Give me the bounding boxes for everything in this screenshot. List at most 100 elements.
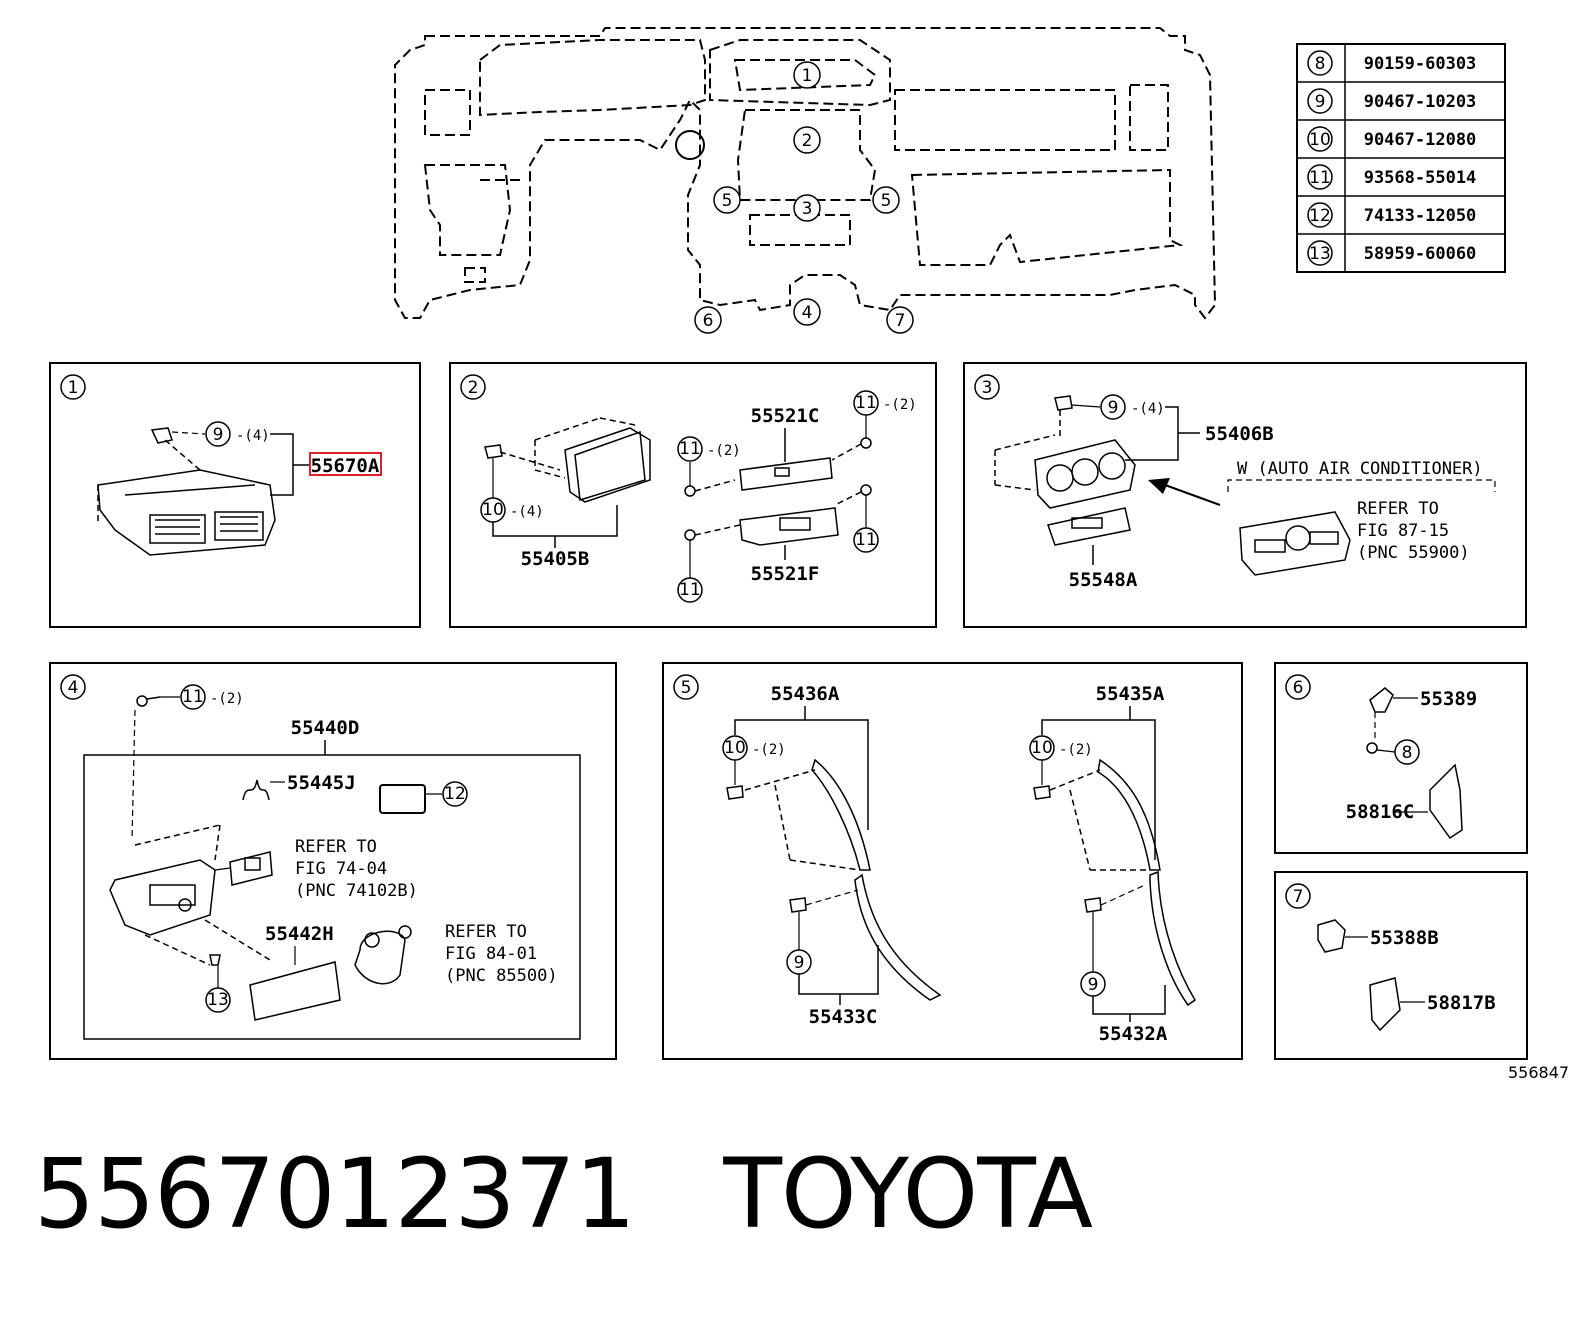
svg-text:10: 10 xyxy=(1309,130,1331,150)
svg-text:9: 9 xyxy=(794,953,805,973)
bracket-icon xyxy=(1317,919,1346,953)
svg-text:10: 10 xyxy=(724,738,746,758)
overview-callout-5-right[interactable]: 5 xyxy=(872,186,900,214)
side-cover-58817B xyxy=(1369,977,1401,1032)
overview-callout-4[interactable]: 4 xyxy=(793,298,821,326)
svg-text:58959-60060: 58959-60060 xyxy=(1364,244,1477,264)
svg-text:11: 11 xyxy=(679,580,701,600)
svg-text:7: 7 xyxy=(1293,887,1304,907)
side-cover-58816C xyxy=(1429,763,1463,840)
overview-callout-6[interactable]: 6 xyxy=(694,306,722,334)
part-55521C-label[interactable]: 55521C xyxy=(751,405,820,427)
svg-text:-(2): -(2) xyxy=(752,742,786,758)
detail-panel-7: 7 55388B 58817B xyxy=(1274,871,1528,1060)
svg-text:-(2): -(2) xyxy=(883,397,917,413)
part-58816C-label[interactable]: 58816C xyxy=(1346,801,1415,823)
detail-panel-6: 6 55389 8 58816C xyxy=(1274,662,1528,854)
svg-text:90467-10203: 90467-10203 xyxy=(1364,92,1477,112)
table-row[interactable]: 12 74133-12050 xyxy=(1307,202,1477,228)
trim-55432A xyxy=(1149,870,1196,1007)
svg-text:9: 9 xyxy=(1108,398,1119,418)
svg-text:-(4): -(4) xyxy=(510,504,544,520)
steering-column-hole xyxy=(675,130,705,160)
svg-text:9: 9 xyxy=(1088,975,1099,995)
svg-text:10: 10 xyxy=(482,500,504,520)
overview-callout-7[interactable]: 7 xyxy=(886,306,914,334)
detail-panel-4: 4 11 -(2) 55440D 55445J 12 xyxy=(49,662,617,1060)
svg-text:12: 12 xyxy=(1309,206,1331,226)
svg-text:12: 12 xyxy=(444,784,466,804)
svg-text:90467-12080: 90467-12080 xyxy=(1364,130,1477,150)
svg-text:11: 11 xyxy=(855,393,877,413)
arrow-head-icon xyxy=(1148,478,1170,494)
part-55389-label[interactable]: 55389 xyxy=(1420,688,1477,710)
overview-callout-5-left[interactable]: 5 xyxy=(713,186,741,214)
part-55670A-label[interactable]: 55670A xyxy=(311,455,380,477)
part-58817B-label[interactable]: 58817B xyxy=(1427,992,1496,1014)
svg-text:7: 7 xyxy=(895,311,906,331)
center-vent-assembly xyxy=(97,439,276,556)
part-55432A-label[interactable]: 55432A xyxy=(1099,1023,1168,1045)
svg-text:FIG 74-04: FIG 74-04 xyxy=(295,859,387,879)
svg-text:13: 13 xyxy=(207,990,229,1010)
part-55445J-label[interactable]: 55445J xyxy=(287,772,356,794)
svg-text:13: 13 xyxy=(1309,244,1331,264)
svg-text:4: 4 xyxy=(68,678,79,698)
auto-ac-panel xyxy=(1239,511,1351,576)
part-55406B-label[interactable]: 55406B xyxy=(1205,423,1274,445)
table-row[interactable]: 11 93568-55014 xyxy=(1307,164,1477,190)
overview-callout-1[interactable]: 1 xyxy=(793,61,821,89)
svg-text:2: 2 xyxy=(468,378,479,398)
pocket-tray xyxy=(249,961,341,1021)
svg-text:74133-12050: 74133-12050 xyxy=(1364,206,1477,226)
part-55405B-label[interactable]: 55405B xyxy=(521,548,590,570)
svg-text:1: 1 xyxy=(802,66,813,86)
svg-text:(PNC 55900): (PNC 55900) xyxy=(1357,543,1470,563)
table-row[interactable]: 13 58959-60060 xyxy=(1307,240,1477,266)
part-55435A-label[interactable]: 55435A xyxy=(1096,683,1165,705)
part-55548A-label[interactable]: 55548A xyxy=(1069,569,1138,591)
overview-callout-3[interactable]: 3 xyxy=(793,194,821,222)
switch-55521F xyxy=(739,507,839,546)
svg-text:5: 5 xyxy=(681,678,692,698)
screw-icon xyxy=(684,437,872,541)
diagram-number: 556847 xyxy=(1508,1063,1570,1082)
trim-55435A xyxy=(1049,758,1161,871)
part-55388B-label[interactable]: 55388B xyxy=(1370,927,1439,949)
svg-text:8: 8 xyxy=(1315,54,1326,74)
svg-text:8: 8 xyxy=(1402,743,1413,763)
part-number-table: 8 90159-60303 9 90467-10203 10 90467-120… xyxy=(1296,43,1506,273)
svg-text:93568-55014: 93568-55014 xyxy=(1364,168,1477,188)
svg-text:1: 1 xyxy=(68,378,79,398)
part-55436A-label[interactable]: 55436A xyxy=(771,683,840,705)
part-55433C-label[interactable]: 55433C xyxy=(809,1006,878,1028)
svg-text:(PNC 85500): (PNC 85500) xyxy=(445,966,558,986)
part-55442H-label[interactable]: 55442H xyxy=(265,923,334,945)
svg-text:FIG 87-15: FIG 87-15 xyxy=(1357,521,1449,541)
svg-text:11: 11 xyxy=(679,439,701,459)
table-row[interactable]: 8 90159-60303 xyxy=(1307,50,1476,76)
pad-icon xyxy=(379,784,426,814)
table-row[interactable]: 9 90467-10203 xyxy=(1307,88,1477,114)
footer-brand: TOYOTA xyxy=(723,1138,1093,1250)
climate-control-panel xyxy=(994,410,1136,546)
lower-center-panel xyxy=(109,824,273,966)
overview-callout-2[interactable]: 2 xyxy=(793,126,821,154)
screw-icon xyxy=(136,695,161,707)
dashboard-overview xyxy=(394,27,1217,320)
svg-text:5: 5 xyxy=(881,191,892,211)
svg-text:11: 11 xyxy=(1309,168,1331,188)
svg-text:2: 2 xyxy=(802,131,813,151)
svg-text:9: 9 xyxy=(1315,92,1326,112)
svg-text:11: 11 xyxy=(855,530,877,550)
detail-panel-1: 1 9 -(4) 55670A xyxy=(49,362,421,628)
part-55521F-label[interactable]: 55521F xyxy=(751,563,820,585)
svg-text:FIG 84-01: FIG 84-01 xyxy=(445,944,537,964)
part-55440D-label[interactable]: 55440D xyxy=(291,717,360,739)
power-outlet-icon xyxy=(354,925,412,985)
variant-label: W (AUTO AIR CONDITIONER) xyxy=(1237,459,1483,479)
table-row[interactable]: 10 90467-12080 xyxy=(1307,126,1477,152)
svg-text:10: 10 xyxy=(1031,738,1053,758)
svg-text:REFER TO: REFER TO xyxy=(295,837,377,857)
footer-caption: 5567012371 TOYOTA xyxy=(34,1138,1093,1250)
